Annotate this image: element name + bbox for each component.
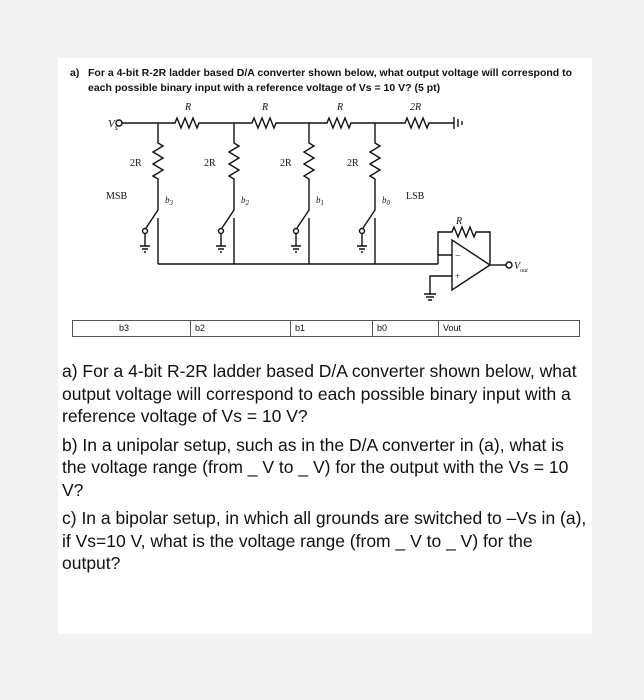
- table-header-b2: b2: [191, 321, 291, 336]
- feedback-resistor: [437, 225, 491, 264]
- shunt-label-2: 2R: [204, 158, 216, 169]
- lsb-label: LSB: [406, 191, 425, 202]
- switch-b2: [221, 196, 235, 229]
- output-label: Vout: [514, 261, 528, 274]
- input-label: Vs: [108, 118, 118, 132]
- shunt-label-1: 2R: [130, 158, 142, 169]
- shunt-resistor-2: [227, 123, 241, 196]
- output-terminal: [505, 261, 513, 269]
- table-header-b1: b1: [291, 321, 373, 336]
- msb-label: MSB: [106, 191, 127, 202]
- header-text: For a 4-bit R-2R ladder based D/A conver…: [88, 67, 573, 94]
- op-amp-plus: +: [455, 271, 460, 281]
- op-amp-ground: [424, 293, 436, 301]
- table-header-vout: Vout: [443, 323, 462, 333]
- bit-b3-label: b3: [165, 195, 174, 207]
- series-label-2: R: [261, 102, 268, 113]
- series-resistor-r3: [309, 116, 375, 130]
- shunt-resistor-1: [151, 123, 165, 196]
- op-amp: [451, 238, 492, 292]
- series-label-1: R: [184, 102, 191, 113]
- shunt-resistor-4: [368, 123, 382, 196]
- series-resistor-r2: [234, 116, 309, 130]
- series-resistor-2r: [375, 116, 454, 130]
- question-a: a) For a 4-bit R-2R ladder based D/A con…: [62, 361, 577, 426]
- table-header-b0: b0: [373, 321, 439, 336]
- question-list: a) For a 4-bit R-2R ladder based D/A con…: [62, 360, 590, 581]
- shunt-label-4: 2R: [347, 158, 359, 169]
- switch-b1: [296, 196, 310, 229]
- question-b: b) In a unipolar setup, such as in the D…: [62, 434, 569, 500]
- op-amp-minus: −: [455, 251, 461, 262]
- shunt-label-3: 2R: [280, 158, 292, 169]
- shunt-resistor-3: [302, 123, 316, 196]
- bit-b2-label: b2: [241, 195, 250, 207]
- termination-ground: [453, 117, 463, 129]
- switch-b0: [362, 196, 376, 229]
- question-c: c) In a bipolar setup, in which all grou…: [62, 508, 587, 573]
- series-label-4: 2R: [410, 102, 421, 113]
- bit-b0-label: b0: [382, 195, 391, 207]
- series-resistor-r1: [158, 116, 234, 130]
- truth-table-header: b3 b2 b1 b0 Vout: [72, 320, 580, 337]
- table-header-b3: b3: [73, 321, 191, 336]
- bit-b1-label: b1: [316, 195, 324, 207]
- question-card: a) For a 4-bit R-2R ladder based D/A con…: [58, 58, 592, 634]
- feedback-label: R: [455, 216, 462, 227]
- switch-b3: [145, 196, 159, 229]
- header-label: a): [70, 67, 80, 79]
- series-label-3: R: [336, 102, 343, 113]
- r2r-ladder-circuit: Vs R R R 2R 2R 2R 2R 2R MSB LSB b3 b2 b1…: [106, 102, 528, 301]
